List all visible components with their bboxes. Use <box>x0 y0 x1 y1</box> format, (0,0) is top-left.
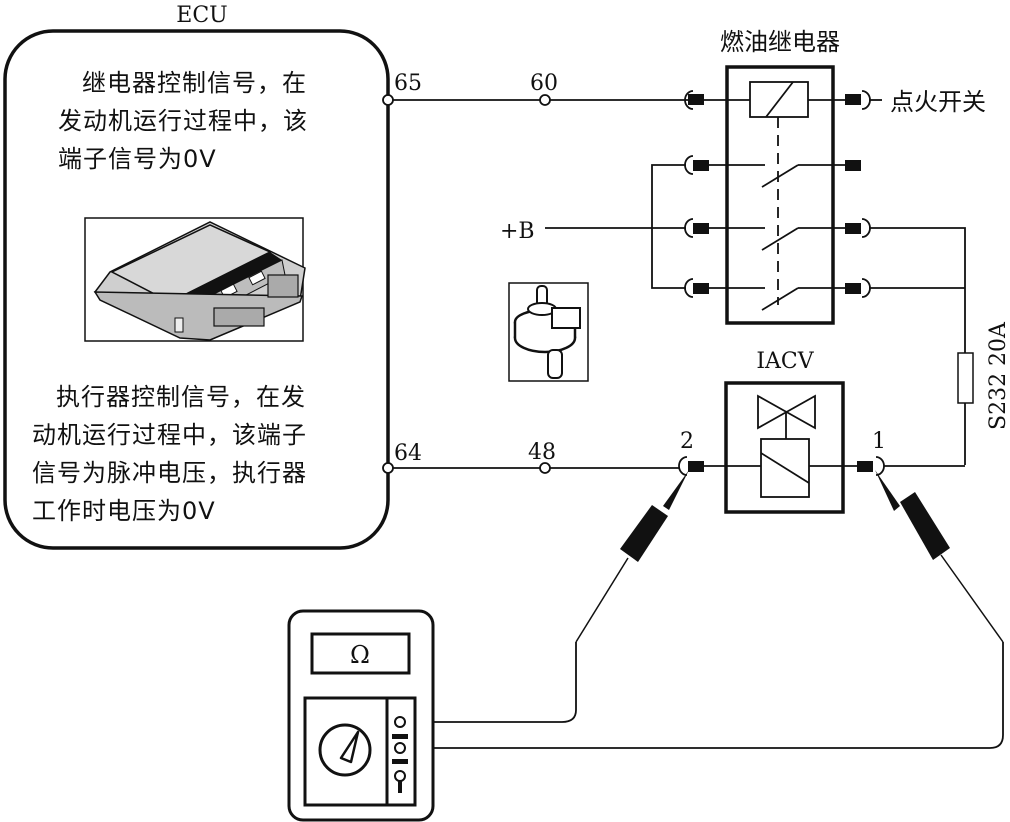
ecu-pin-65-label: 65 <box>394 71 422 96</box>
idle-air-control-valve-icon <box>508 282 589 382</box>
multimeter-jack-com[interactable] <box>394 716 406 728</box>
multimeter: Ω <box>287 609 435 822</box>
junction-60-label: 60 <box>530 71 558 96</box>
ecu-title: ECU <box>176 3 227 28</box>
fuel-relay-box <box>725 65 835 325</box>
ecu-pin-65 <box>382 94 394 106</box>
relay-switch-2 <box>684 218 871 251</box>
iacv-pin-2 <box>688 461 704 472</box>
note-line: 发动机运行过程中，该 <box>58 107 308 135</box>
ecu-note-relay-signal: 继电器控制信号，在 发动机运行过程中，该 端子信号为0V <box>58 64 378 178</box>
note-line: 工作时电压为0V <box>32 497 216 525</box>
note-line: 端子信号为0V <box>58 145 217 173</box>
test-probe-right[interactable] <box>405 470 1004 749</box>
iacv-pin-2-label: 2 <box>680 429 694 454</box>
test-probe-left[interactable] <box>405 470 689 723</box>
ecu-box <box>3 29 390 550</box>
junction-60 <box>539 94 551 106</box>
note-line: 信号为脉冲电压，执行器 <box>32 459 307 487</box>
multimeter-jack-ohm[interactable] <box>394 742 406 754</box>
valve-icon <box>757 394 816 430</box>
relay-switch-1 <box>684 155 861 188</box>
iacv-pin-1-label: 1 <box>872 429 886 454</box>
battery-label: +B <box>500 219 535 244</box>
ecu-module-icon <box>84 217 306 342</box>
ecu-pin-64 <box>382 462 394 474</box>
ecu-note-actuator-signal: 执行器控制信号，在发 动机运行过程中，该端子 信号为脉冲电压，执行器 工作时电压… <box>32 378 382 530</box>
relay-title: 燃油继电器 <box>720 28 840 56</box>
ecu-pin-64-label: 64 <box>394 441 422 466</box>
relay-input-bus <box>651 164 686 289</box>
relay-coil-right-terminal <box>845 94 861 105</box>
ignition-switch-label: 点火开关 <box>890 88 986 116</box>
multimeter-ohm-symbol: Ω <box>350 641 370 669</box>
iacv-box <box>724 381 845 514</box>
iacv-pin-1 <box>857 461 873 472</box>
junction-48-label: 48 <box>528 440 556 465</box>
fuse <box>957 352 974 404</box>
note-line: 动机运行过程中，该端子 <box>32 421 307 449</box>
note-line: 执行器控制信号，在发 <box>56 383 306 411</box>
multimeter-jack-aux[interactable] <box>394 770 406 782</box>
relay-coil-left-terminal <box>688 94 704 105</box>
fuse-label: S232 20A <box>986 321 1010 430</box>
multimeter-display <box>310 632 411 675</box>
iacv-title: IACV <box>756 349 814 374</box>
note-line: 继电器控制信号，在 <box>82 69 307 97</box>
